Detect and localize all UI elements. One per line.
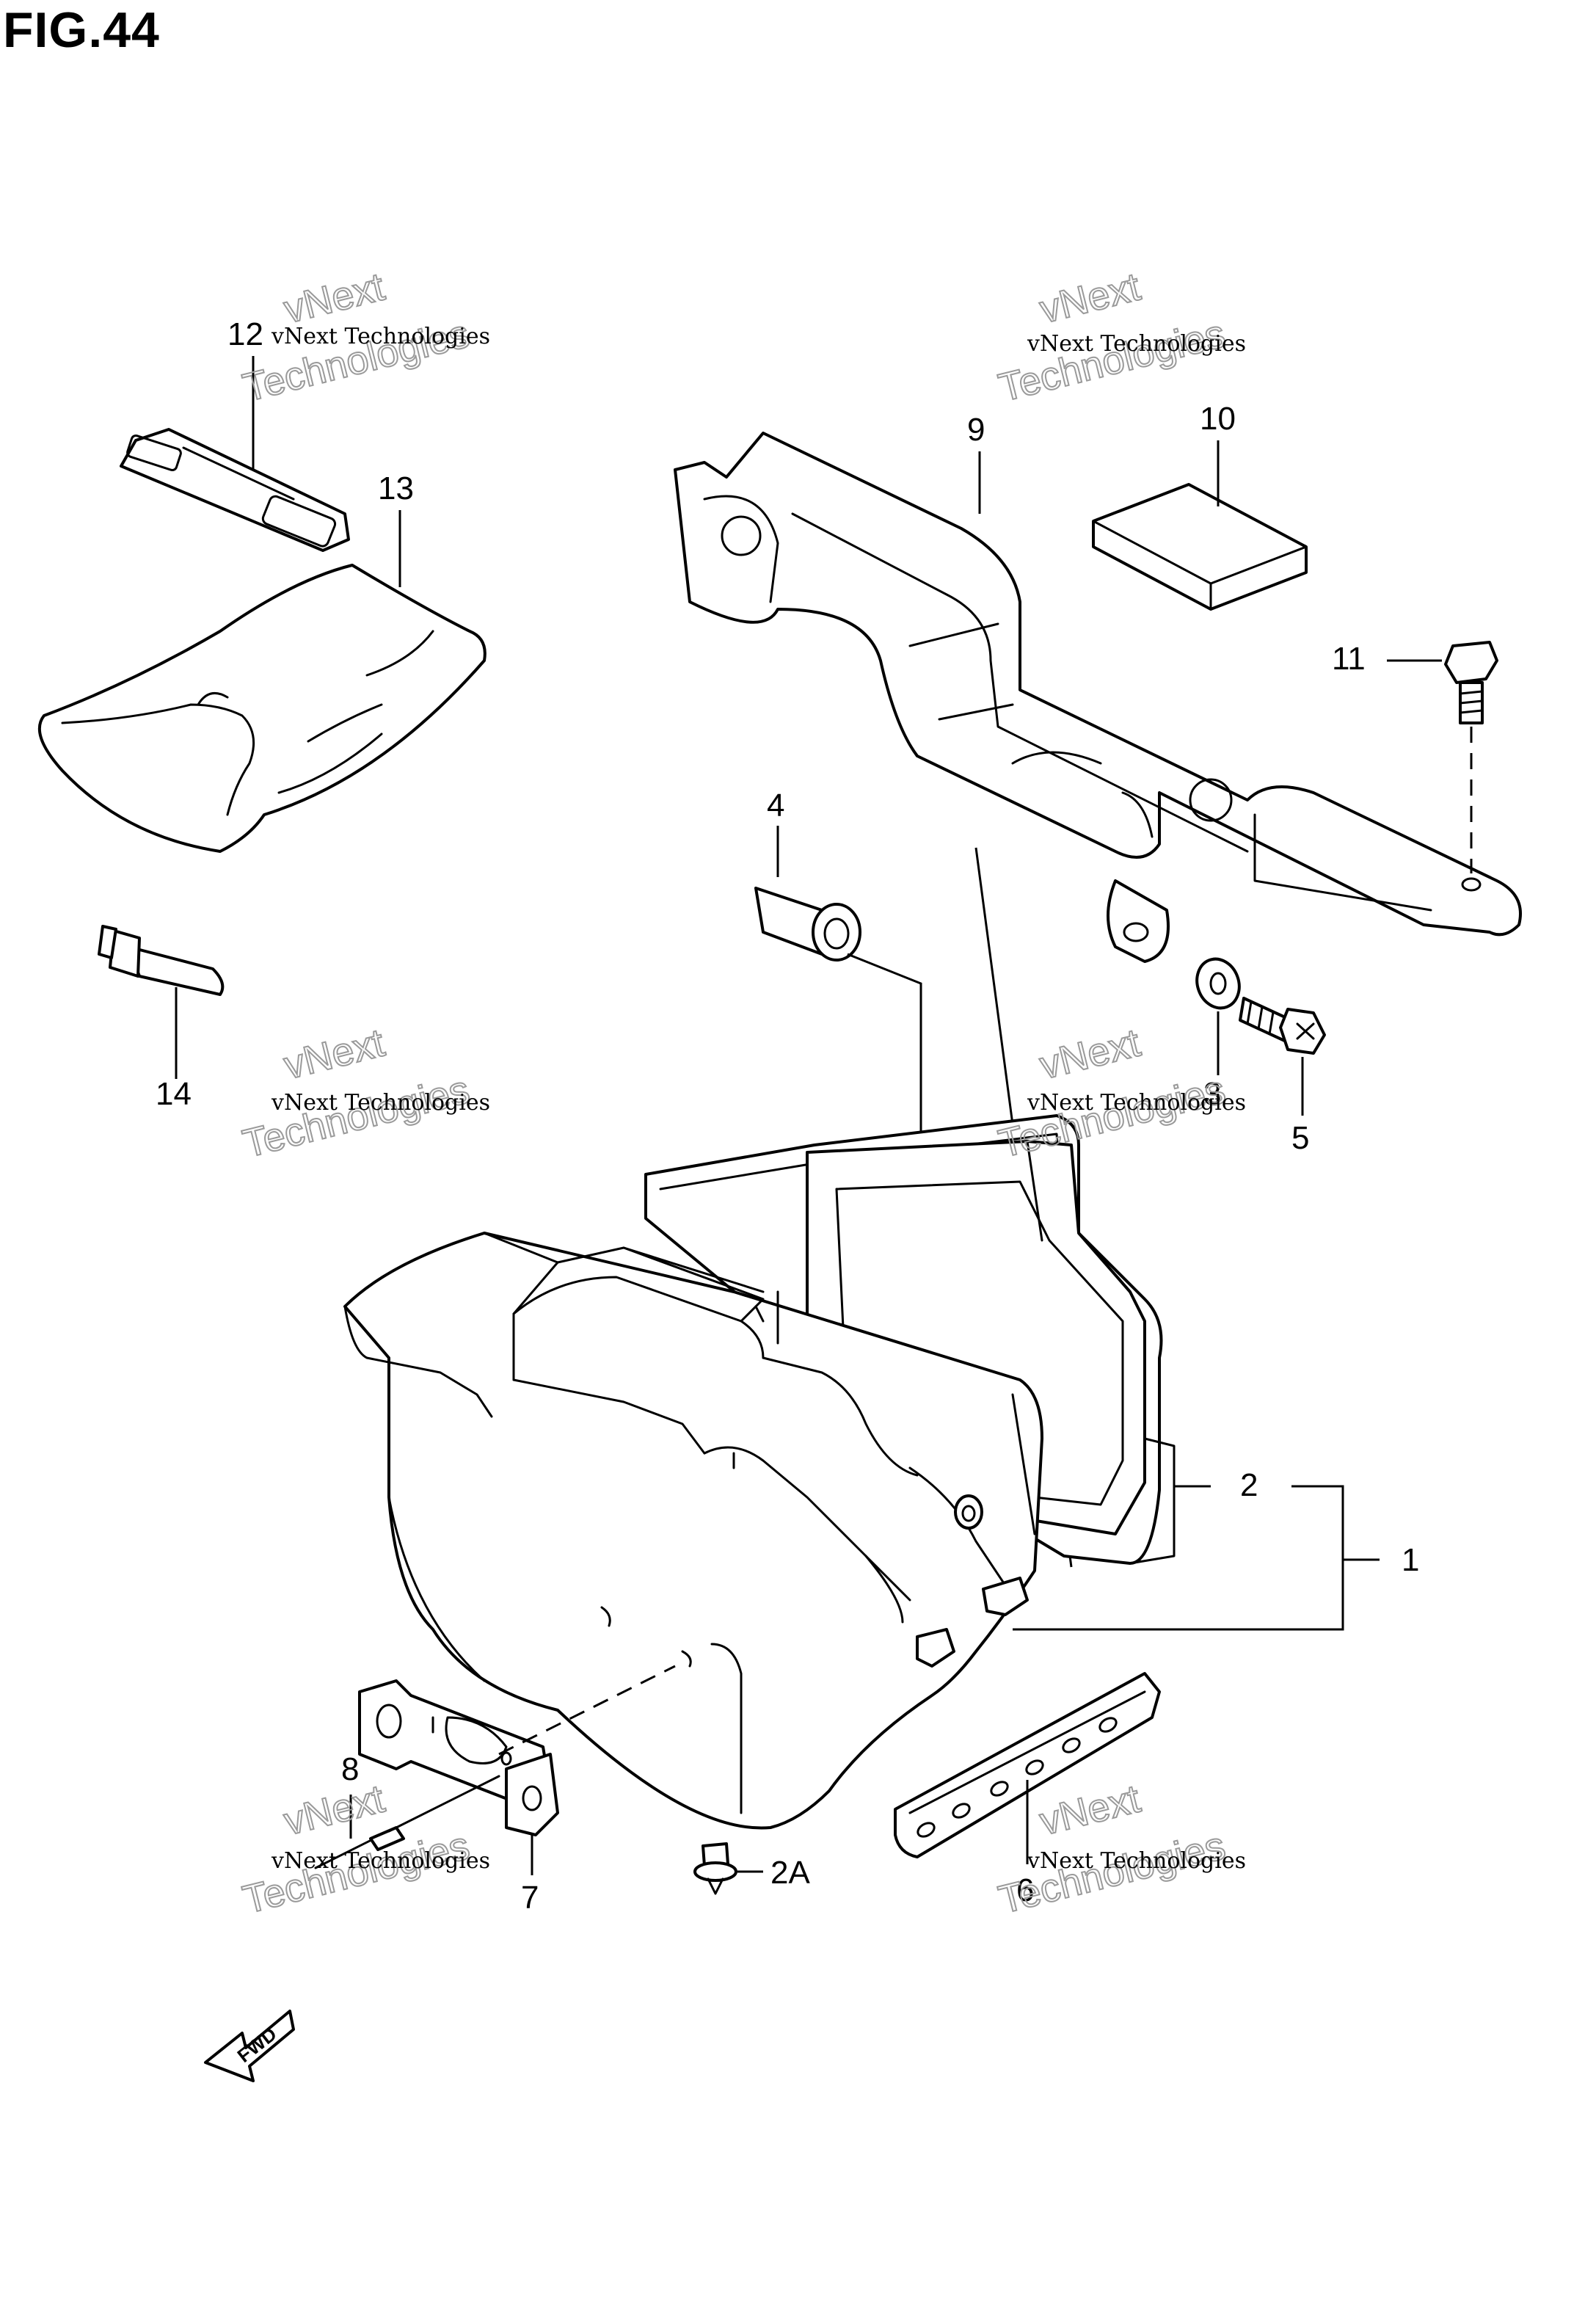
callout-6: 6 (1016, 1872, 1034, 1908)
part-8-pin (314, 1775, 500, 1869)
svg-text:Technologies: Technologies (994, 1067, 1229, 1166)
watermark-2: vNext Technologies (994, 264, 1230, 411)
callout-9: 9 (967, 412, 985, 448)
callout-2: 2 (1240, 1467, 1258, 1503)
callout-11: 11 (1332, 641, 1366, 677)
svg-text:vNext: vNext (1035, 265, 1144, 332)
svg-text:vNext: vNext (280, 265, 388, 332)
watermark-4-caption: vNext Technologies (1027, 1090, 1246, 1116)
callout-4: 4 (767, 788, 784, 824)
watermark-3-caption: vNext Technologies (271, 1090, 490, 1116)
part-12-strap (120, 428, 350, 552)
callout-13: 13 (378, 470, 414, 506)
part-2a-rivet (693, 1842, 763, 1895)
watermark-5-caption: vNext Technologies (271, 1848, 490, 1874)
callout-8: 8 (341, 1751, 359, 1787)
svg-text:vNext: vNext (280, 1777, 388, 1844)
svg-text:vNext: vNext (280, 1021, 388, 1088)
callout-7: 7 (521, 1880, 539, 1916)
part-14-plug (98, 925, 225, 1079)
part-10-pad (1092, 483, 1308, 611)
callout-14: 14 (156, 1076, 192, 1112)
watermark-5: vNext Technologies (238, 1776, 474, 1923)
callout-3: 3 (1203, 1076, 1221, 1112)
svg-text:Technologies: Technologies (238, 1067, 473, 1166)
watermark-6-caption: vNext Technologies (1027, 1848, 1246, 1874)
part-9-bracket (674, 432, 1522, 963)
svg-text:vNext: vNext (1035, 1777, 1144, 1844)
callout-10: 10 (1200, 401, 1236, 437)
watermark-4: vNext Technologies (994, 1020, 1230, 1167)
part-5-screw (1239, 997, 1326, 1116)
callout-12: 12 (227, 316, 263, 352)
svg-text:vNext: vNext (1035, 1021, 1144, 1088)
part-13-tool-bag (37, 564, 487, 853)
part-11-bolt (1444, 641, 1498, 873)
part-4-collar (754, 844, 861, 961)
fwd-arrow-icon: FWD (204, 2010, 295, 2082)
callout-5: 5 (1291, 1120, 1309, 1156)
part-1-tool-box (343, 1232, 1043, 1830)
watermark-3: vNext Technologies (238, 1020, 474, 1167)
watermark-2-caption: vNext Technologies (1027, 331, 1246, 357)
callout-2a: 2A (770, 1855, 810, 1891)
part-3-washer (1195, 957, 1241, 1075)
part-6-strap (894, 1672, 1161, 1864)
part-7-side-bracket (358, 1679, 559, 1875)
figure-title: FIG.44 (3, 2, 160, 58)
callout-1: 1 (1402, 1542, 1419, 1578)
svg-text:Technologies: Technologies (994, 311, 1229, 410)
watermark-1-caption: vNext Technologies (271, 324, 490, 349)
